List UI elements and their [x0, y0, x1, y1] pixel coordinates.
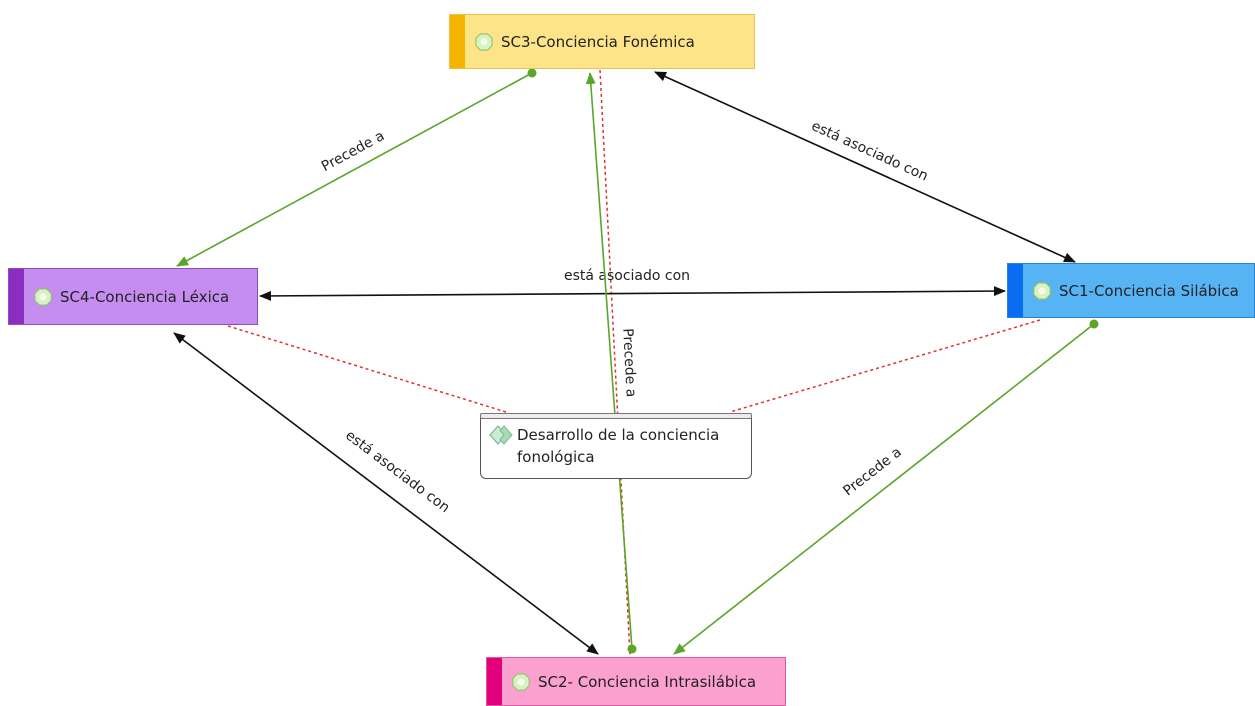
- node-accent-bar: [450, 15, 465, 68]
- node-accent-bar: [9, 269, 24, 324]
- node-sc4-conciencia-lexica[interactable]: SC4-Conciencia Léxica: [8, 268, 258, 325]
- edge-label-sc1-sc2: Precede a: [840, 444, 904, 499]
- edge-sc4-sc1[interactable]: [259, 286, 1006, 301]
- center-link-sc1: [729, 319, 1041, 413]
- node-label: SC1-Conciencia Silábica: [1059, 281, 1239, 300]
- node-accent-bar: [1008, 264, 1023, 317]
- edge-sc1-sc2-start-dot: [1089, 319, 1099, 329]
- subconcept-icon: [512, 672, 530, 691]
- node-sc2-conciencia-intrasilabica[interactable]: SC2- Conciencia Intrasilábica: [486, 657, 786, 706]
- central-concept-label: Desarrollo de la conciencia fonológica: [517, 426, 720, 466]
- edge-sc4-sc2[interactable]: [173, 332, 599, 655]
- edge-sc2-sc3-start-dot: [627, 644, 637, 654]
- node-central-concept[interactable]: Desarrollo de la conciencia fonológica: [480, 413, 752, 479]
- edge-sc3-sc1[interactable]: [654, 71, 1076, 263]
- edge-label-sc3-sc1: está asociado con: [809, 118, 930, 184]
- edge-sc1-sc2[interactable]: [673, 323, 1095, 655]
- subconcept-icon: [475, 32, 493, 51]
- center-link-sc4: [227, 325, 507, 413]
- subconcept-icon: [1033, 281, 1051, 300]
- edge-sc3-sc4[interactable]: [176, 72, 533, 267]
- edge-sc2-sc3[interactable]: [585, 72, 633, 650]
- node-sc3-conciencia-fonemica[interactable]: SC3-Conciencia Fonémica: [449, 14, 755, 69]
- edge-label-sc4-sc1: está asociado con: [564, 268, 690, 284]
- node-accent-bar: [487, 658, 502, 705]
- node-label: SC2- Conciencia Intrasilábica: [538, 672, 757, 691]
- node-label: SC4-Conciencia Léxica: [60, 287, 230, 306]
- node-label: SC3-Conciencia Fonémica: [501, 32, 695, 51]
- edge-sc3-sc4-start-dot: [527, 68, 537, 78]
- edge-label-sc3-sc4: Precede a: [319, 128, 387, 175]
- node-sc1-conciencia-silabica[interactable]: SC1-Conciencia Silábica: [1007, 263, 1255, 318]
- central-concept-icon: [489, 425, 513, 445]
- edge-label-sc2-sc3: Precede a: [619, 328, 639, 398]
- subconcept-icon: [34, 287, 52, 306]
